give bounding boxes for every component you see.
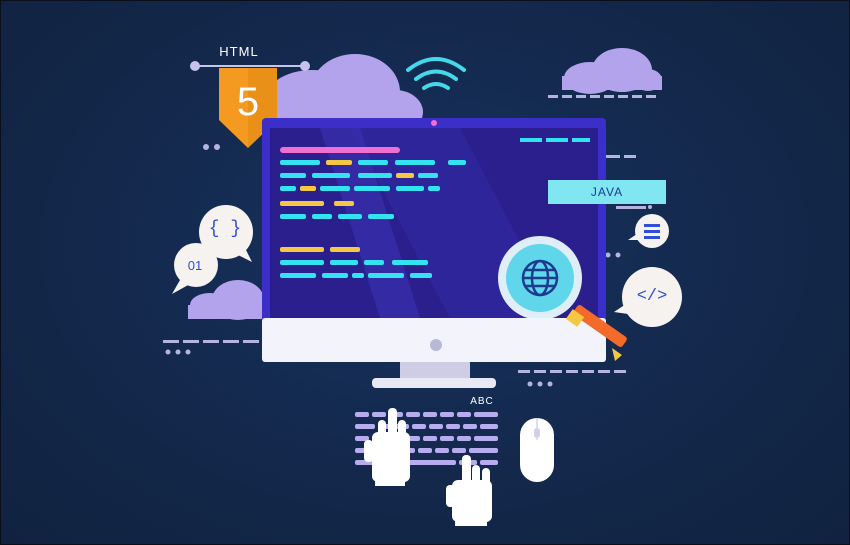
html5-number: 5 (236, 80, 260, 124)
html5-label: HTML (219, 44, 259, 59)
pencil-icon (565, 305, 627, 361)
tag-text: </> (636, 287, 668, 306)
binary-text: 01 (187, 258, 203, 273)
mouse-icon (520, 418, 554, 482)
binary-bubble (172, 243, 218, 294)
menu-icon (628, 214, 669, 248)
braces-text: { } (208, 219, 242, 239)
java-label: JAVA (590, 185, 624, 199)
hand-icon (364, 408, 410, 486)
code-lines (280, 138, 590, 278)
hand-icon (446, 455, 492, 526)
globe-icon (521, 259, 559, 297)
braces-bubble (199, 205, 253, 262)
cloud-icon (562, 48, 662, 94)
tag-bubble (614, 267, 682, 327)
keyboard-label: ABC (470, 396, 494, 407)
cloud-icon (188, 280, 268, 320)
wifi-icon (406, 57, 466, 90)
